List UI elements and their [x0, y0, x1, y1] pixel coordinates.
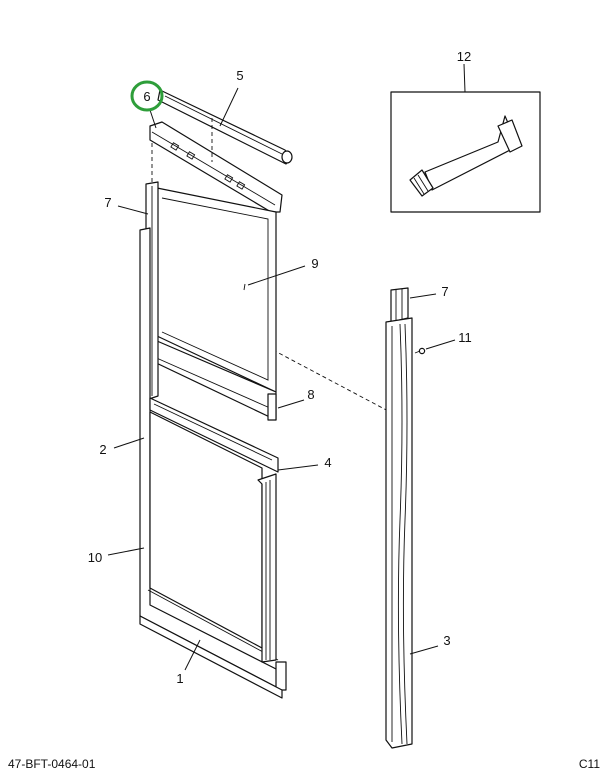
callout-7-right: 7	[441, 284, 448, 299]
callout-12: 12	[457, 49, 471, 64]
highlight-ring	[130, 80, 164, 112]
lower-door-panel	[149, 411, 287, 691]
callout-10: 10	[88, 550, 102, 565]
callout-7-left: 7	[104, 195, 111, 210]
callout-2: 2	[99, 442, 106, 457]
sealant-tube-icon	[409, 115, 523, 197]
callout-8: 8	[307, 387, 314, 402]
callout-4: 4	[324, 455, 331, 470]
screw-icon	[414, 347, 426, 355]
weatherstrip-channel	[385, 287, 413, 749]
door-bottom-edge	[139, 615, 283, 699]
top-channel-rail	[157, 89, 293, 165]
sealant-kit-box	[390, 91, 541, 213]
callout-1: 1	[176, 671, 183, 686]
sheet-code: C11	[579, 757, 600, 771]
drawing-number: 47-BFT-0464-01	[8, 757, 96, 771]
upper-glass-bottom-bar	[149, 337, 277, 421]
leader-lines	[107, 63, 466, 671]
callout-9: 9	[311, 256, 318, 271]
callout-3: 3	[443, 633, 450, 648]
callout-6: 6	[143, 89, 150, 104]
callout-5: 5	[236, 68, 243, 83]
top-frame-header	[149, 121, 283, 213]
alignment-line	[272, 349, 393, 414]
callout-11: 11	[458, 330, 472, 345]
